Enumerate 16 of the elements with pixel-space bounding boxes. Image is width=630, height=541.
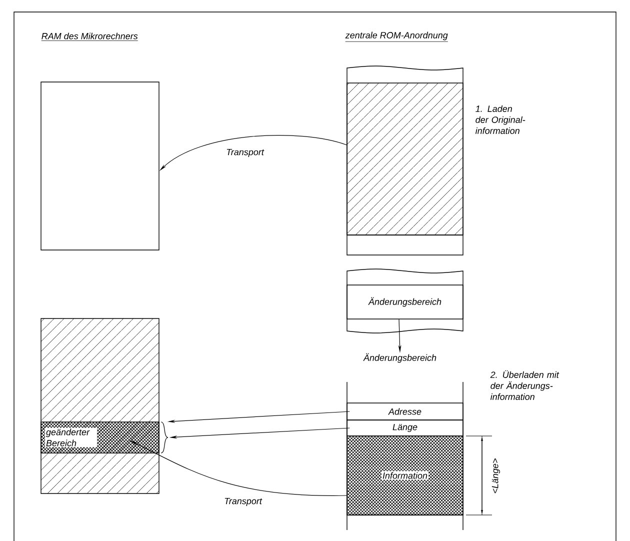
step-text: 2. Überladen mit der Änderungs- information [490, 370, 560, 400]
edge-label: Transport [223, 496, 263, 508]
memory-box [40, 318, 160, 494]
memory-box [346, 82, 464, 236]
memory-box [40, 82, 160, 250]
memory-row: Adresse [346, 402, 464, 420]
memory-row: Änderungsbereich [346, 284, 464, 320]
changed-region: geänderter Bereich [40, 422, 160, 454]
dimension-label: <Länge> [492, 458, 500, 494]
edge-label: Transport [225, 148, 265, 158]
column-heading: RAM des Mikrorechners [41, 32, 138, 41]
text-label: Änderungsbereich [363, 353, 436, 363]
step-text: 1. Laden der Original- information [476, 105, 526, 134]
memory-row: Länge [346, 420, 464, 436]
column-heading: zentrale ROM-Anordnung [345, 32, 448, 42]
memory-region: Information [346, 436, 464, 516]
